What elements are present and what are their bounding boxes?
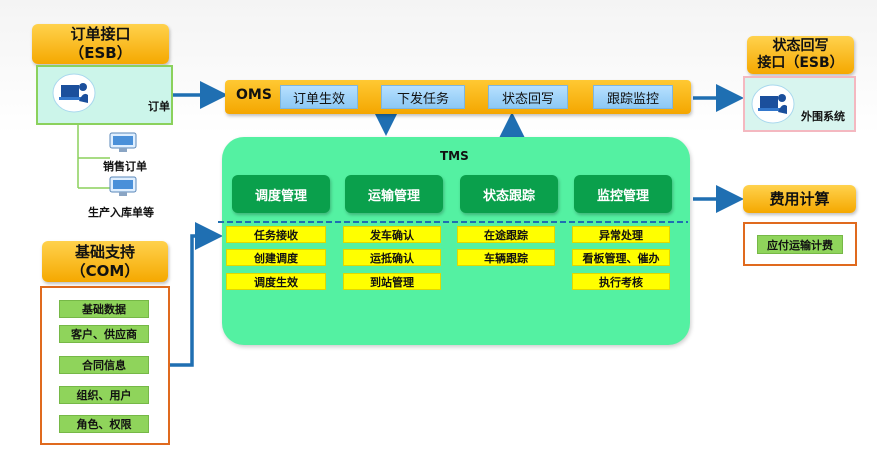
user-computer-icon (52, 73, 96, 113)
order-interface-title: 订单接口 （ESB） (32, 24, 169, 64)
external-system-label: 外围系统 (801, 110, 845, 123)
func-dashboard-reminder: 看板管理、催办 (572, 249, 670, 266)
func-in-transit-tracking: 在途跟踪 (457, 226, 555, 243)
oms-step-tracking-monitor: 跟踪监控 (593, 85, 673, 109)
order-interface-line1: 订单接口 (70, 25, 131, 43)
external-system-panel: 外围系统 (743, 76, 856, 132)
order-panel-label: 订单 (148, 100, 170, 113)
base-item-contract: 合同信息 (59, 356, 149, 374)
cost-title-text: 费用计算 (769, 189, 830, 208)
monitor-icon (109, 132, 137, 152)
status-writeback-title: 状态回写 接口（ESB） (747, 36, 854, 74)
oms-step-order-effective: 订单生效 (280, 85, 358, 109)
tms-label: TMS (440, 149, 469, 163)
tms-block: TMS 调度管理 运输管理 状态跟踪 监控管理 任务接收 创建调度 调度生效 发… (218, 137, 690, 345)
base-item-org-user: 组织、用户 (59, 386, 149, 404)
tms-divider (218, 221, 688, 223)
monitor-icon (109, 176, 137, 196)
order-interface-line2: （ESB） (69, 44, 132, 62)
func-execution-assessment: 执行考核 (572, 273, 670, 290)
func-task-receive: 任务接收 (226, 226, 326, 243)
cost-panel: 应付运输计费 (743, 222, 857, 266)
func-arrival-confirm: 运抵确认 (343, 249, 441, 266)
oms-step-status-writeback: 状态回写 (488, 85, 568, 109)
oms-bar: OMS 订单生效 下发任务 状态回写 跟踪监控 (225, 80, 691, 114)
status-writeback-line2: 接口（ESB） (757, 55, 844, 71)
order-tree-line (77, 122, 110, 189)
func-create-dispatch: 创建调度 (226, 249, 326, 266)
oms-label: OMS (236, 87, 272, 103)
manager-status-tracking: 状态跟踪 (460, 175, 558, 213)
oms-step-dispatch-task: 下发任务 (381, 85, 465, 109)
manager-monitoring: 监控管理 (574, 175, 672, 213)
func-station-management: 到站管理 (343, 273, 441, 290)
order-source-production: 生产入库单等 (88, 206, 154, 219)
func-exception-handling: 异常处理 (572, 226, 670, 243)
order-source-sales: 销售订单 (103, 160, 147, 173)
func-departure-confirm: 发车确认 (343, 226, 441, 243)
func-vehicle-tracking: 车辆跟踪 (457, 249, 555, 266)
base-support-line2: （COM） (70, 261, 140, 280)
cost-item-payable-freight: 应付运输计费 (757, 235, 843, 254)
base-item-basic-data: 基础数据 (59, 300, 149, 318)
func-dispatch-effective: 调度生效 (226, 273, 326, 290)
base-item-role-permission: 角色、权限 (59, 415, 149, 433)
base-support-panel: 基础数据 客户、供应商 合同信息 组织、用户 角色、权限 (40, 286, 170, 445)
order-panel: 订单 (36, 65, 173, 125)
cost-title: 费用计算 (743, 185, 856, 213)
base-support-line1: 基础支持 (74, 242, 135, 261)
manager-dispatch: 调度管理 (232, 175, 330, 213)
base-item-customer-supplier: 客户、供应商 (59, 325, 149, 343)
manager-transport: 运输管理 (345, 175, 443, 213)
base-support-title: 基础支持 （COM） (42, 241, 168, 282)
status-writeback-line1: 状态回写 (772, 38, 829, 54)
user-computer-icon (751, 84, 795, 124)
arrow-base-to-tms (170, 222, 223, 367)
